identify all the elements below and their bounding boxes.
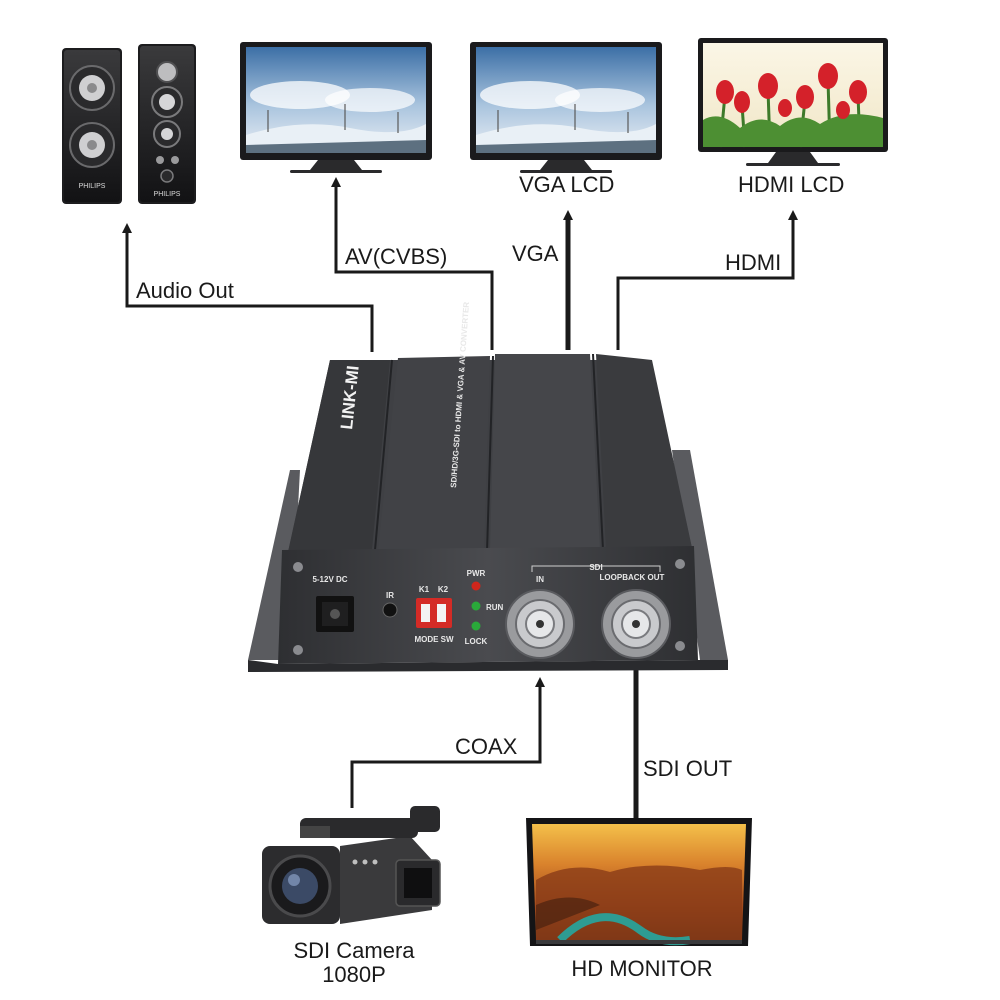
tv-hdmi-icon <box>698 38 888 166</box>
connection-lines <box>122 177 798 860</box>
power-label: 5-12V DC <box>312 575 347 584</box>
speakers-icon: PHILIPS PHILIPS <box>62 44 196 204</box>
sdi-camera-icon <box>262 806 441 924</box>
hd-monitor-label: HD MONITOR <box>571 956 712 981</box>
coax-line <box>350 677 545 808</box>
sdi-in-label: IN <box>536 575 544 584</box>
audio-out-label: Audio Out <box>136 278 234 303</box>
sdi-in-bnc-connector[interactable] <box>505 589 575 659</box>
sdi-group-label: SDI <box>589 563 602 572</box>
led-pwr-label: PWR <box>467 569 486 578</box>
av-line <box>331 177 494 350</box>
vga-lcd-label: VGA LCD <box>519 172 614 197</box>
ir-receiver <box>382 602 398 618</box>
hdmi-line <box>616 210 798 350</box>
av-cvbs-label: AV(CVBS) <box>345 244 447 269</box>
switch-k2-label: K2 <box>438 585 449 594</box>
hdmi-lcd-label: HDMI LCD <box>738 172 844 197</box>
sdi-loopback-label: LOOPBACK OUT <box>600 573 665 582</box>
audio-out-line <box>122 223 374 352</box>
led-lock-indicator <box>471 621 481 631</box>
led-lock-label: LOCK <box>465 637 488 646</box>
speaker-brand-label: PHILIPS <box>79 183 106 190</box>
sdi-out-label: SDI OUT <box>643 756 732 781</box>
switch-k1-label: K1 <box>419 585 430 594</box>
mode-dip-switch[interactable] <box>416 598 452 628</box>
hdmi-label: HDMI <box>725 250 781 275</box>
coax-label: COAX <box>455 734 518 759</box>
led-run-indicator <box>471 601 481 611</box>
camera-label-line2: 1080P <box>322 962 386 987</box>
converter-device: LINK-MI SD/HD/3G-SDI to HDMI & VGA & AV … <box>248 301 728 672</box>
tv-av-icon <box>240 42 432 173</box>
speaker-right-icon: PHILIPS <box>138 44 196 204</box>
led-pwr-indicator <box>471 581 481 591</box>
speaker-brand-label-2: PHILIPS <box>154 191 181 198</box>
vga-label: VGA <box>512 241 559 266</box>
dc-power-jack[interactable] <box>316 596 354 632</box>
sdi-loopback-bnc-connector[interactable] <box>601 589 671 659</box>
tv-vga-icon <box>470 42 662 173</box>
led-run-label: RUN <box>486 603 504 612</box>
camera-label-line1: SDI Camera <box>293 938 415 963</box>
speaker-left-icon: PHILIPS <box>62 48 122 204</box>
hd-monitor-icon <box>526 818 752 946</box>
mode-sw-label: MODE SW <box>414 635 454 644</box>
ir-label: IR <box>386 591 394 600</box>
